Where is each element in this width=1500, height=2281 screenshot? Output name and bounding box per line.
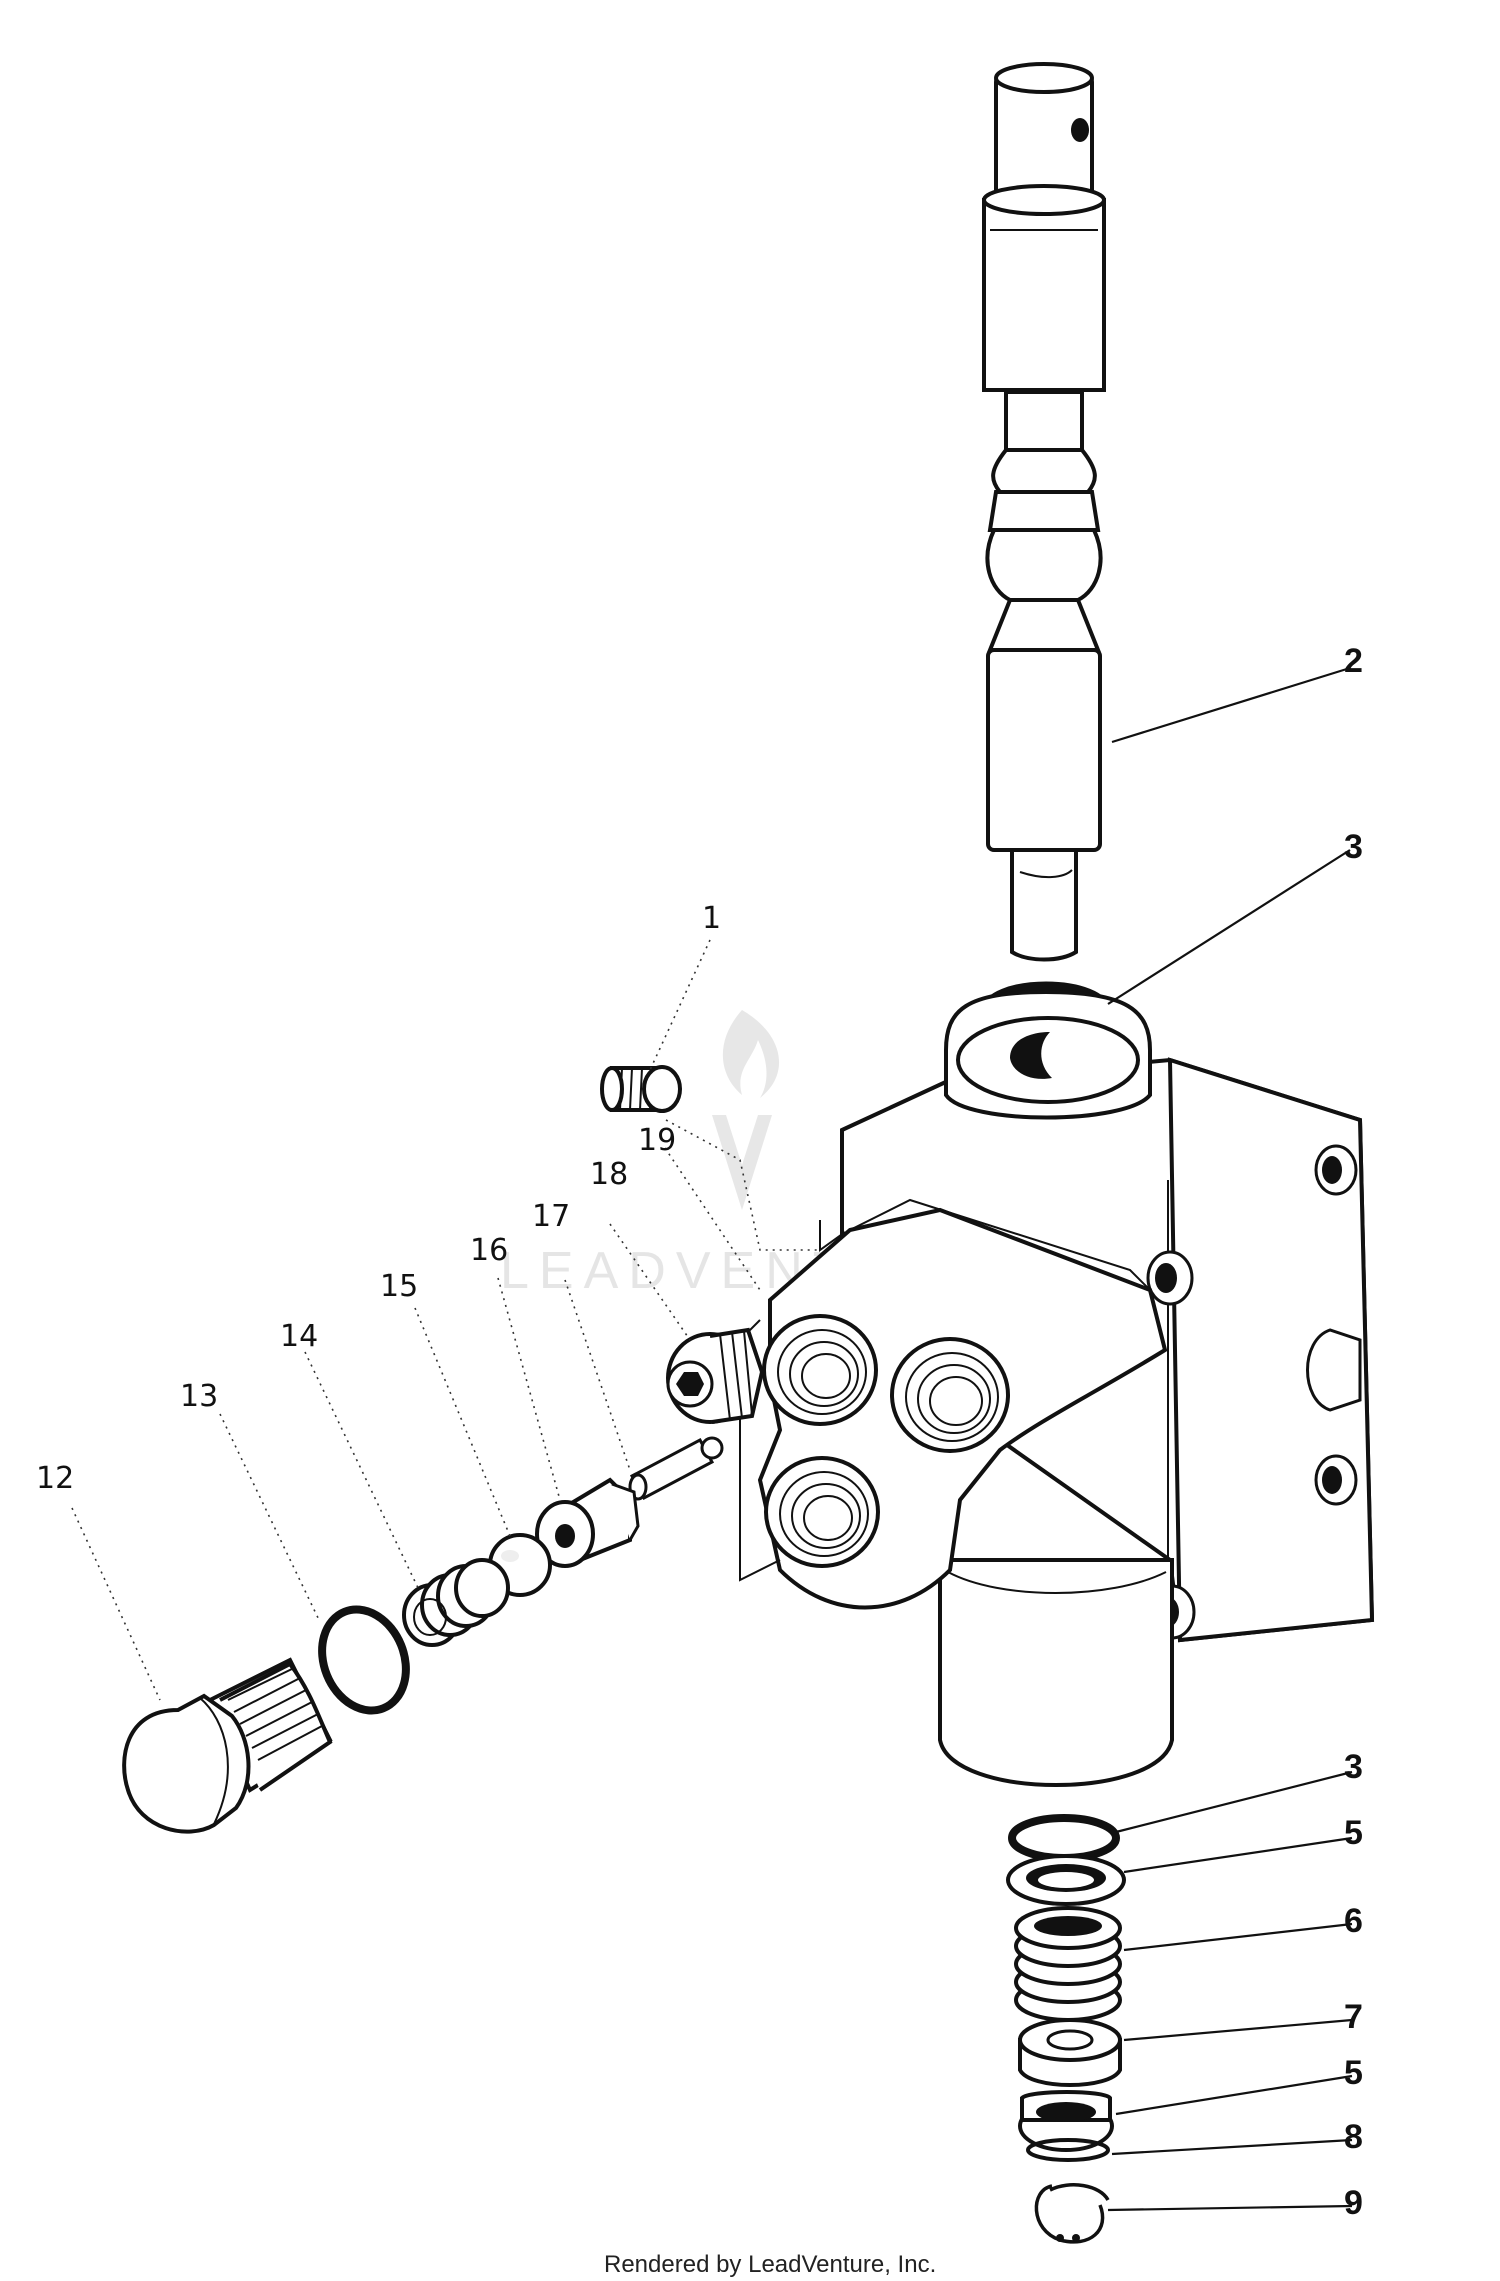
label-3-top: 3 [1344, 828, 1363, 866]
hex-plug-part-18 [666, 1327, 765, 1424]
label-13: 13 [180, 1379, 218, 1414]
label-9: 9 [1344, 2184, 1363, 2222]
port-lower [764, 1456, 880, 1568]
label-6: 6 [1344, 1902, 1363, 1940]
pin-part-17 [628, 1436, 724, 1501]
port-upper-right [890, 1337, 1010, 1453]
spring-part-14 [402, 1558, 510, 1647]
label-19: 19 [638, 1123, 676, 1158]
o-ring-bottom [1008, 1814, 1120, 1862]
valve-body [739, 989, 1375, 1787]
label-2: 2 [1344, 642, 1363, 680]
spring-part-6 [1014, 1906, 1122, 2022]
poppet-part-16 [535, 1477, 640, 1568]
label-15: 15 [380, 1269, 418, 1304]
washer-part-5-lower [1018, 2090, 1114, 2152]
snap-ring-part-8 [1026, 2138, 1110, 2162]
retaining-clip-part-9 [1034, 2183, 1110, 2244]
cap-part-12 [122, 1657, 333, 1834]
o-ring-part-13 [318, 1605, 410, 1715]
label-7: 7 [1344, 1998, 1363, 2036]
watermark-logo [712, 1010, 780, 1210]
label-8: 8 [1344, 2118, 1363, 2156]
label-14: 14 [280, 1319, 318, 1354]
label-3-bottom: 3 [1344, 1748, 1363, 1786]
label-5-lower: 5 [1344, 2054, 1363, 2092]
label-16: 16 [470, 1233, 508, 1268]
spacer-part-7 [1018, 2018, 1122, 2087]
label-1: 1 [702, 901, 721, 936]
part-labels: 2 3 3 5 6 7 5 8 9 1 19 18 17 16 15 14 13… [36, 642, 1363, 2222]
plug-part-1 [600, 1065, 682, 1113]
credit-text: Rendered by LeadVenture, Inc. [604, 2251, 936, 2278]
label-12: 12 [36, 1461, 74, 1496]
label-17: 17 [532, 1199, 570, 1234]
washer-part-5-upper [1006, 1854, 1126, 1906]
leader-lines [71, 666, 1353, 2212]
port-upper-left [762, 1314, 878, 1426]
label-5-upper: 5 [1344, 1814, 1363, 1852]
label-18: 18 [590, 1157, 628, 1192]
spool-part [982, 62, 1106, 962]
